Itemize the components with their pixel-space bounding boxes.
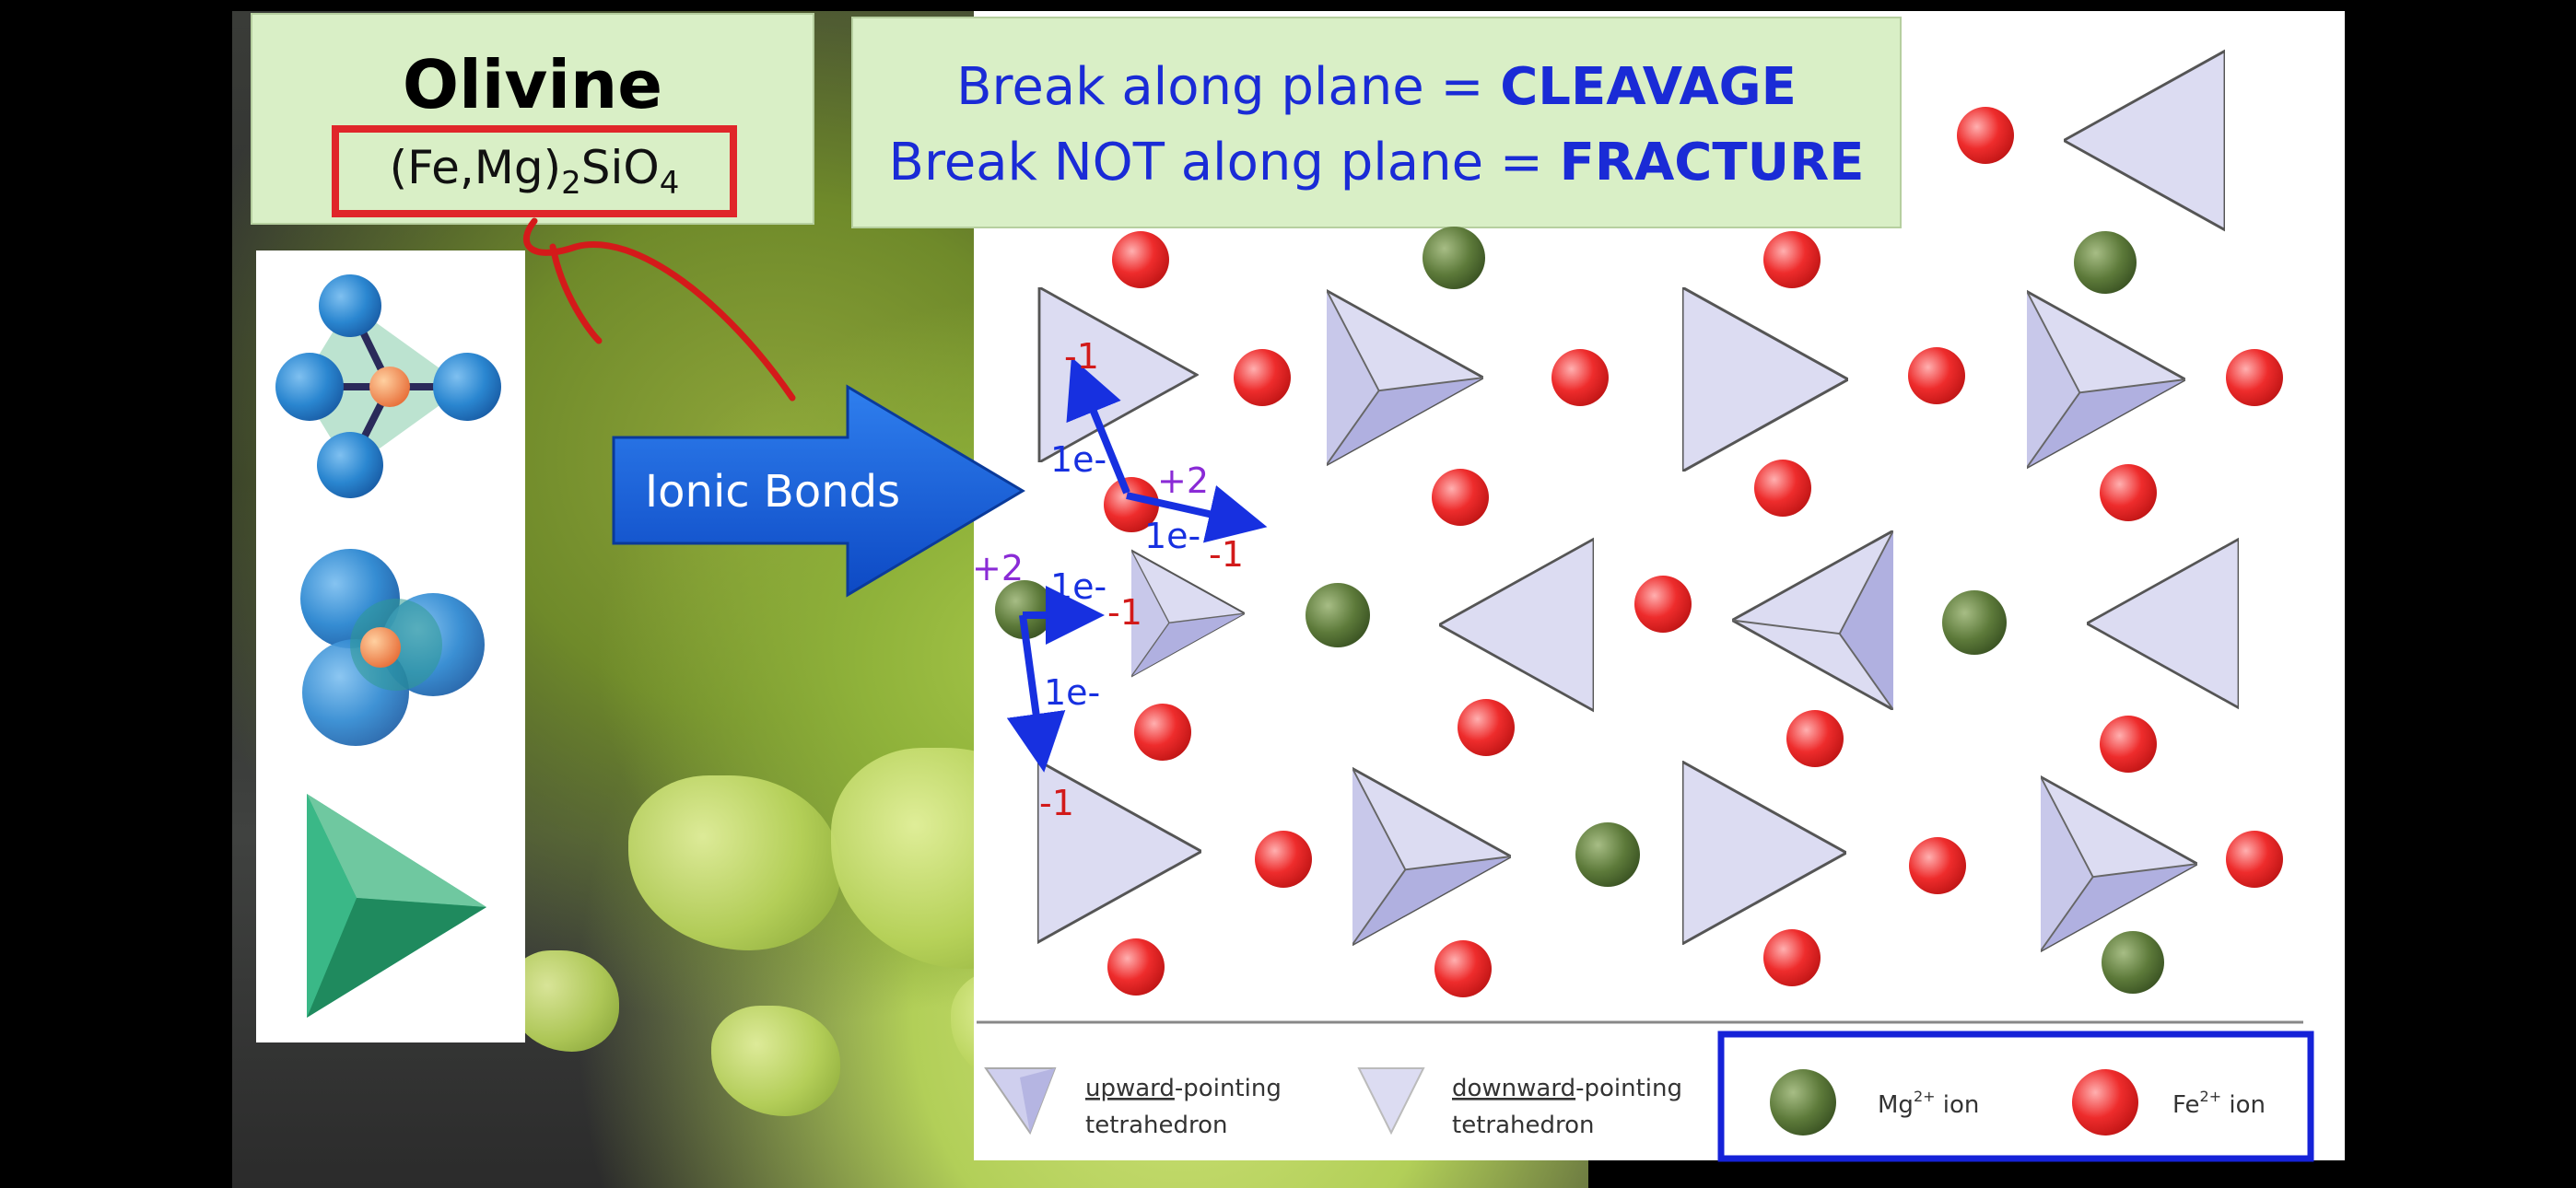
page-title: Olivine bbox=[402, 46, 663, 123]
banner-line-fracture: Break NOT along plane = FRACTURE bbox=[888, 133, 1865, 192]
electron-label-4: 1e- bbox=[1044, 672, 1100, 713]
svg-text:tetrahedron: tetrahedron bbox=[1452, 1112, 1595, 1139]
charge-label-middle: -1 bbox=[1107, 592, 1142, 633]
red-annotation-stroke bbox=[522, 217, 796, 402]
fe-ions bbox=[1104, 107, 2283, 997]
tetrahedra-lattice bbox=[1037, 49, 2239, 952]
legend-downward: downward-pointing tetrahedron bbox=[1357, 1067, 1682, 1139]
ionic-bonds-label: Ionic Bonds bbox=[645, 466, 900, 518]
electron-label-1: 1e- bbox=[1050, 439, 1107, 480]
space-filling-tetrahedron-icon bbox=[300, 549, 485, 746]
electron-label-2: 1e- bbox=[1144, 516, 1200, 556]
svg-text:Mg2+ ion: Mg2+ ion bbox=[1878, 1088, 1979, 1119]
banner-line-cleavage: Break along plane = CLEAVAGE bbox=[956, 57, 1797, 117]
svg-text:downward-pointing: downward-pointing bbox=[1452, 1075, 1682, 1102]
legend-fe-ion: Fe2+ ion bbox=[2072, 1069, 2266, 1136]
charge-label-fe: +2 bbox=[1157, 460, 1209, 501]
cleavage-fracture-banner: Break along plane = CLEAVAGE Break NOT a… bbox=[851, 17, 1902, 228]
formula-box: (Fe,Mg)2SiO4 bbox=[332, 125, 737, 217]
svg-text:Fe2+ ion: Fe2+ ion bbox=[2172, 1088, 2266, 1119]
charge-label-top: -1 bbox=[1064, 336, 1099, 377]
svg-text:upward-pointing: upward-pointing bbox=[1085, 1075, 1282, 1102]
ball-and-stick-tetrahedron-icon bbox=[275, 274, 501, 498]
electron-label-3: 1e- bbox=[1050, 566, 1107, 607]
charge-label-right: -1 bbox=[1209, 534, 1244, 575]
charge-label-mg: +2 bbox=[972, 548, 1024, 588]
bond-annotations: -1 1e- +2 1e- -1 +2 1e- -1 1e- -1 bbox=[972, 336, 1268, 823]
mg-ions bbox=[995, 227, 2164, 994]
svg-text:tetrahedron: tetrahedron bbox=[1085, 1112, 1228, 1139]
polyhedral-tetrahedron-icon bbox=[307, 794, 486, 1018]
legend-upward: upward-pointing tetrahedron bbox=[984, 1067, 1282, 1139]
ion-legend-box bbox=[1717, 1031, 2314, 1162]
chemical-formula: (Fe,Mg)2SiO4 bbox=[389, 141, 680, 202]
charge-label-bottom: -1 bbox=[1039, 783, 1074, 823]
legend-mg-ion: Mg2+ ion bbox=[1770, 1069, 1979, 1136]
ionic-bonds-arrow: Ionic Bonds bbox=[612, 384, 1025, 598]
